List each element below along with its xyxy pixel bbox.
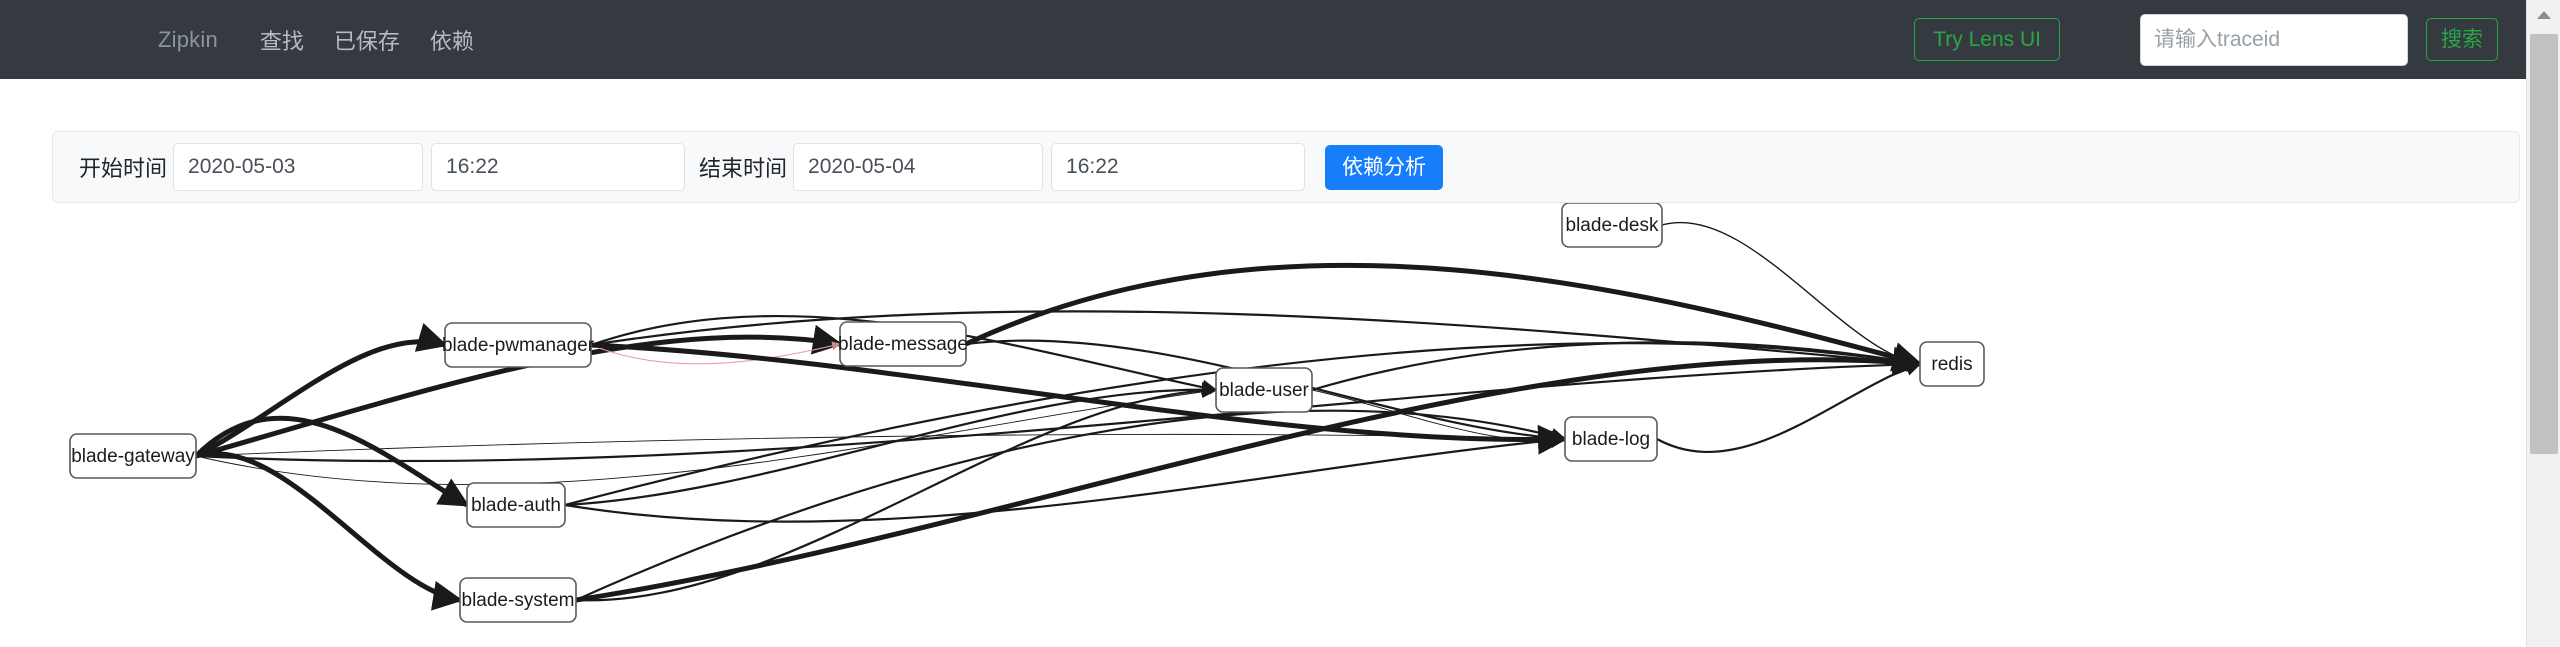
graph-node-blade-auth[interactable]: blade-auth: [466, 482, 566, 528]
graph-node-label: blade-message: [838, 334, 968, 355]
navbar-links: 查找 已保存 依赖: [260, 24, 474, 56]
graph-node-blade-gateway[interactable]: blade-gateway: [69, 433, 197, 479]
graph-node-label: blade-system: [462, 590, 575, 611]
graph-node-box[interactable]: [69, 433, 197, 479]
start-time-label: 开始时间: [79, 156, 168, 181]
graph-node-label: blade-auth: [471, 495, 561, 516]
graph-edge: [575, 382, 1218, 602]
graph-edge: [195, 433, 1566, 457]
graph-edge: [195, 451, 463, 611]
graph-edge: [1311, 389, 1566, 444]
graph-edge: [590, 342, 1568, 455]
graph-edge: [195, 356, 1922, 463]
dependency-graph-svg[interactable]: blade-gateway blade-pwmanager blade-messag…: [0, 203, 2526, 647]
graph-node-box[interactable]: [444, 322, 592, 368]
graph-node-label: blade-desk: [1566, 215, 1659, 236]
zipkin-brand[interactable]: Zipkin: [158, 26, 218, 52]
graph-node-box[interactable]: [1215, 367, 1313, 413]
nav-link-find[interactable]: 查找: [259, 28, 304, 54]
graph-edge-layer: [194, 221, 1923, 611]
start-date-input[interactable]: [173, 143, 424, 191]
try-lens-ui-button[interactable]: Try Lens UI: [1914, 18, 2060, 61]
nav-link-dependency[interactable]: 依赖: [429, 28, 474, 54]
traceid-search-input[interactable]: [2140, 13, 2408, 66]
graph-edge: [590, 310, 1922, 371]
graph-node-blade-desk[interactable]: blade-desk: [1561, 203, 1663, 248]
nav-link-saved[interactable]: 已保存: [333, 28, 400, 54]
graph-edge: [564, 381, 1218, 507]
dependency-graph-canvas[interactable]: blade-gateway blade-pwmanager blade-messag…: [0, 203, 2526, 647]
graph-node-label: blade-pwmanager: [442, 335, 595, 356]
graph-node-blade-user[interactable]: blade-user: [1215, 367, 1313, 413]
graph-edge: [564, 432, 1567, 523]
graph-node-blade-system[interactable]: blade-system: [459, 577, 577, 623]
graph-edge: [194, 415, 470, 508]
graph-node-blade-pwmanager[interactable]: blade-pwmanager: [442, 322, 595, 368]
graph-node-redis[interactable]: redis: [1919, 341, 1985, 387]
graph-node-box[interactable]: [1919, 341, 1985, 387]
dependency-analyze-button[interactable]: 依赖分析: [1325, 144, 1444, 190]
start-time-input[interactable]: [431, 143, 686, 191]
scroll-up-arrow-icon[interactable]: [2527, 0, 2560, 30]
graph-node-box[interactable]: [466, 482, 566, 528]
graph-edge: [1311, 341, 1922, 392]
graph-edge: [1656, 360, 1922, 453]
end-date-input[interactable]: [793, 143, 1044, 191]
time-filter-panel: 开始时间 结束时间 依赖分析: [52, 131, 2520, 203]
graph-edge: [590, 341, 841, 365]
end-time-input[interactable]: [1051, 143, 1306, 191]
graph-node-box[interactable]: [839, 321, 967, 367]
scrollbar-thumb[interactable]: [2530, 34, 2558, 454]
graph-node-layer: blade-gateway blade-pwmanager blade-messag…: [69, 203, 1985, 623]
graph-node-label: redis: [1931, 354, 1972, 375]
graph-node-box[interactable]: [1564, 416, 1658, 462]
graph-edge: [575, 409, 1567, 602]
graph-node-label: blade-user: [1219, 380, 1309, 401]
graph-edge: [194, 323, 448, 459]
navbar-left-group: Zipkin 查找 已保存 依赖: [0, 24, 474, 56]
page-scrollbar[interactable]: [2526, 0, 2560, 647]
search-button[interactable]: 搜索: [2426, 18, 2498, 61]
graph-edge: [1661, 221, 1922, 368]
graph-node-label: blade-gateway: [71, 446, 195, 467]
navbar-right-group: Try Lens UI 搜索: [1914, 13, 2498, 66]
graph-edge: [964, 262, 1923, 372]
graph-node-box[interactable]: [1561, 203, 1663, 248]
graph-node-blade-message[interactable]: blade-message: [838, 321, 968, 367]
end-time-label: 结束时间: [699, 156, 788, 181]
graph-node-label: blade-log: [1572, 429, 1650, 450]
graph-node-box[interactable]: [459, 577, 577, 623]
graph-edge: [575, 346, 1923, 603]
graph-node-blade-log[interactable]: blade-log: [1564, 416, 1658, 462]
top-navbar: Zipkin 查找 已保存 依赖 Try Lens UI 搜索: [0, 0, 2526, 79]
